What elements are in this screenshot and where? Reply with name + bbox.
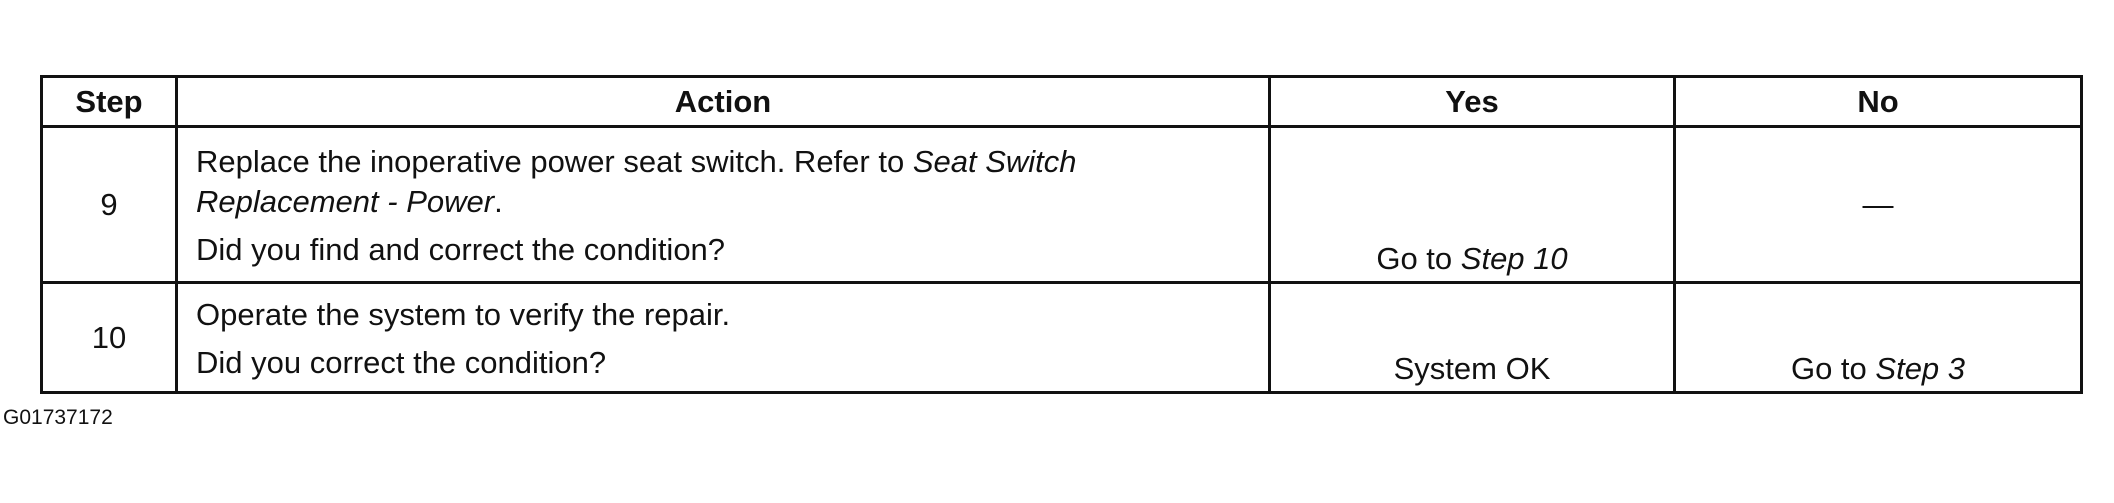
- yes-step-link: Step 10: [1460, 241, 1568, 276]
- diagnostic-table: Step Action Yes No 9 Replace the inopera…: [40, 75, 2083, 394]
- header-no: No: [1673, 75, 2083, 128]
- action-instruction: Replace the inoperative power seat switc…: [196, 142, 1250, 222]
- no-cell: Go to Step 3: [1673, 281, 2083, 394]
- no-cell: —: [1673, 125, 2083, 284]
- figure-id: G01737172: [3, 406, 113, 429]
- step-number: 9: [40, 125, 178, 284]
- yes-cell: Go to Step 10: [1268, 125, 1676, 284]
- header-action: Action: [175, 75, 1271, 128]
- action-question: Did you correct the condition?: [196, 344, 607, 380]
- no-step-link: Step 3: [1875, 351, 1966, 386]
- action-text-end: .: [494, 183, 503, 219]
- step-number: 10: [40, 281, 178, 394]
- yes-cell: System OK: [1268, 281, 1676, 394]
- no-prefix: Go to: [1790, 351, 1876, 386]
- action-cell: Replace the inoperative power seat switc…: [175, 125, 1271, 284]
- header-step: Step: [40, 75, 178, 128]
- header-yes: Yes: [1268, 75, 1676, 128]
- yes-prefix: Go to: [1376, 241, 1461, 276]
- action-cell: Operate the system to verify the repair.…: [175, 281, 1271, 394]
- action-question: Did you find and correct the condition?: [196, 231, 726, 267]
- action-instruction: Operate the system to verify the repair.: [196, 296, 731, 332]
- table-row: 9 Replace the inoperative power seat swi…: [40, 125, 2083, 284]
- table-header-row: Step Action Yes No: [40, 75, 2083, 128]
- action-text: Replace the inoperative power seat switc…: [196, 143, 913, 179]
- table-row: 10 Operate the system to verify the repa…: [40, 281, 2083, 394]
- procedure-reference: Seat Switch Replacement - Power: [196, 143, 1077, 219]
